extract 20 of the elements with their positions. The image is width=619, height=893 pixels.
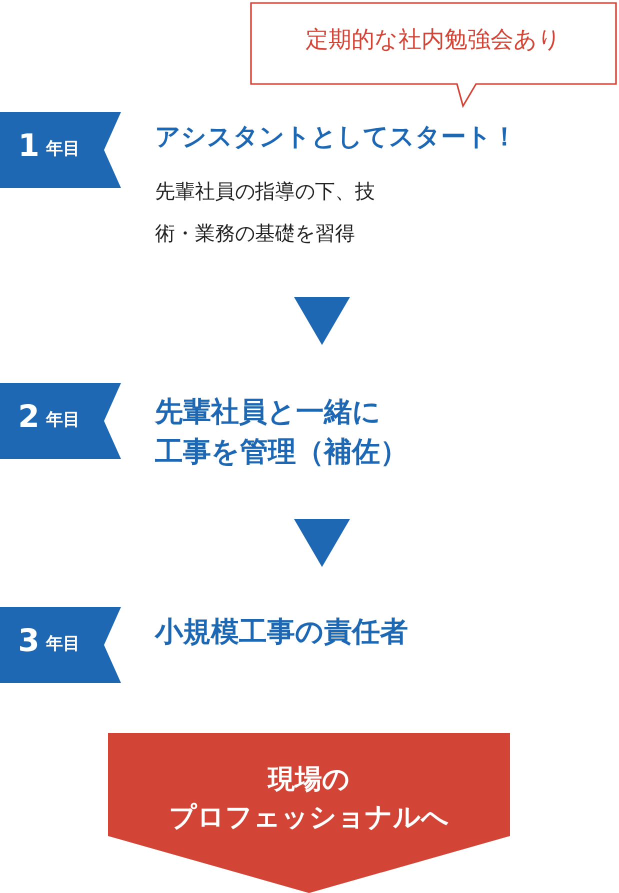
goal-arrow bbox=[108, 733, 510, 893]
goal-text: プロフェッショナルへ bbox=[168, 801, 450, 835]
down-arrow bbox=[294, 297, 350, 345]
goal-text: 現場の bbox=[266, 763, 351, 797]
year-label: 年目 bbox=[46, 138, 80, 160]
step-heading: 先輩社員と一緒に工事を管理（補佐） bbox=[155, 394, 409, 470]
year-number: 1 bbox=[18, 128, 40, 164]
down-arrow bbox=[294, 519, 350, 567]
year-label: 年目 bbox=[46, 633, 80, 655]
year-ribbon bbox=[0, 607, 121, 683]
year-ribbon bbox=[0, 112, 121, 188]
speech-bubble bbox=[250, 2, 617, 108]
year-label: 年目 bbox=[46, 409, 80, 431]
step-heading: アシスタントとしてスタート！ bbox=[155, 121, 517, 153]
bubble-text: 定期的な社内勉強会あり bbox=[304, 26, 562, 55]
step-heading: 小規模工事の責任者 bbox=[155, 614, 409, 650]
year-number: 2 bbox=[18, 399, 40, 435]
year-ribbon bbox=[0, 383, 121, 459]
step-description: 先輩社員の指導の下、技術・業務の基礎を習得 bbox=[155, 178, 375, 247]
year-number: 3 bbox=[18, 623, 40, 659]
